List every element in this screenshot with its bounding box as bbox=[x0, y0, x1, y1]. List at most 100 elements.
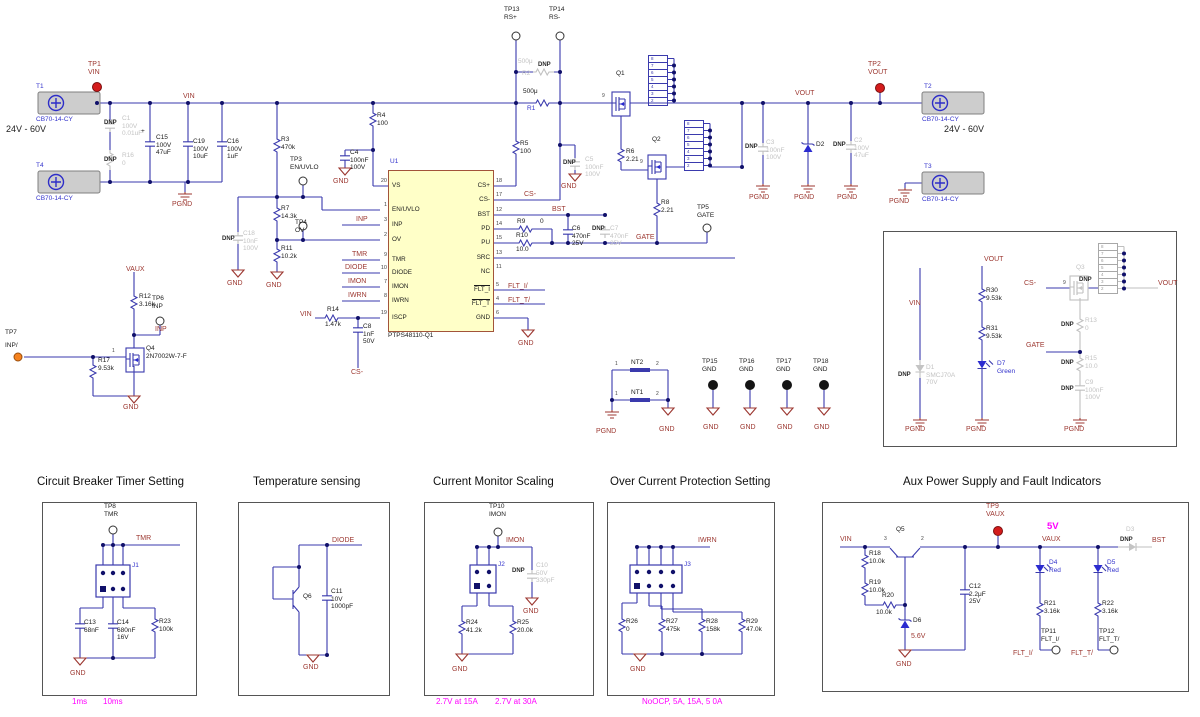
q6-ref: Q6 bbox=[303, 593, 312, 600]
section-box-temperature bbox=[238, 502, 390, 696]
c15-val: C15 100V 47uF bbox=[156, 134, 172, 157]
gnd-r11: GND bbox=[266, 282, 282, 289]
t4-part: CB70-14-CY bbox=[36, 195, 73, 202]
q1-pin9: 9 bbox=[602, 93, 605, 99]
c14-val: C14 680nF 16V bbox=[117, 619, 136, 642]
ladder-pin: 2 bbox=[651, 98, 654, 103]
dnp-c18: DNP bbox=[222, 236, 235, 242]
section-title-circuit-breaker: Circuit Breaker Timer Setting bbox=[37, 476, 184, 488]
bst-s5: BST bbox=[1152, 537, 1166, 544]
gnd-s5: GND bbox=[896, 661, 912, 668]
pgnd-d2: PGND bbox=[794, 194, 815, 201]
r25-val: R25 20.0k bbox=[517, 619, 533, 634]
t2-part: CB70-14-CY bbox=[922, 116, 959, 123]
iwrn-net: IWRN bbox=[698, 537, 717, 544]
ladder-pin: 7 bbox=[1099, 251, 1117, 258]
ic-pin-number: 19 bbox=[380, 310, 387, 316]
iwrn-ic: IWRN bbox=[348, 292, 367, 299]
pgnd-nt: PGND bbox=[596, 428, 617, 435]
r22-val: R22 3.16k bbox=[1102, 600, 1118, 615]
ic-pin-cs-: CS- bbox=[479, 196, 490, 203]
c10-val: C10 50V 330pF bbox=[536, 562, 555, 585]
d6-ref: D6 bbox=[913, 617, 922, 624]
ic-pin-number: 18 bbox=[496, 178, 503, 184]
tp15-black-circle bbox=[708, 380, 718, 390]
r1-val: 500μ bbox=[523, 88, 538, 95]
ladder-pin: 5 bbox=[1099, 265, 1117, 272]
tp18-label: TP18 GND bbox=[813, 358, 829, 373]
tp2-red-circle bbox=[875, 83, 885, 93]
rb-r30: R30 9.53k bbox=[986, 287, 1002, 302]
rb-dnp-c9: DNP bbox=[1061, 386, 1074, 392]
ladder-pin: 7 bbox=[649, 63, 667, 70]
dnp-c5: DNP bbox=[563, 160, 576, 166]
d3-ref: D3 bbox=[1126, 526, 1135, 533]
ladder-pin: 5 bbox=[649, 77, 667, 84]
c3-val: C3 100nF 100V bbox=[766, 139, 785, 162]
tp2-label: TP2 VOUT bbox=[868, 61, 888, 77]
r16-val: R16 0 bbox=[122, 152, 134, 167]
ic-pin-flt-t: FLT_T bbox=[471, 300, 490, 307]
flt-i-ic: FLT_I/ bbox=[508, 283, 528, 290]
dnp-r16: DNP bbox=[104, 157, 117, 163]
diode-ic: DIODE bbox=[345, 264, 368, 271]
tp11-circle bbox=[1051, 645, 1061, 655]
ic-pin-number: 11 bbox=[496, 264, 502, 270]
rb-r31: R31 9.53k bbox=[986, 325, 1002, 340]
ladder-pin: 4 bbox=[649, 84, 667, 91]
ic-pin-pu: PU bbox=[481, 239, 490, 246]
c4-val: C4 100nF 100V bbox=[350, 149, 369, 172]
ic-pin-number: 8 bbox=[383, 293, 387, 299]
c8-val: C8 1nF 50V bbox=[363, 323, 375, 346]
ladder-pin: 5 bbox=[685, 142, 703, 149]
r18-val: R18 10.0k bbox=[869, 550, 885, 565]
ic-pin-nc: NC bbox=[480, 268, 490, 275]
r14-ref: R14 bbox=[327, 306, 339, 313]
vout-net: VOUT bbox=[795, 90, 815, 97]
imon-net: IMON bbox=[506, 537, 525, 544]
tp10-circle bbox=[493, 527, 503, 537]
ic-pin-number: 20 bbox=[380, 178, 387, 184]
rb-pgnd-d1: PGND bbox=[905, 426, 926, 433]
nt2-ref: NT2 bbox=[631, 359, 644, 366]
ladder-pin: 3 bbox=[685, 156, 703, 163]
ic-pin-number: 13 bbox=[496, 250, 503, 256]
t4-ref: T4 bbox=[36, 162, 44, 169]
r10-ref: R10 bbox=[516, 232, 528, 239]
nt1-p1: 1 bbox=[615, 391, 618, 397]
ladder-pin: 6 bbox=[1099, 258, 1117, 265]
gnd-nt: GND bbox=[659, 426, 675, 433]
c7-val: C7 470nF 25V bbox=[610, 225, 629, 248]
ladder-pin: 8 bbox=[685, 121, 703, 128]
ic-pin-imon: IMON bbox=[392, 283, 409, 290]
q2-pin9: 9 bbox=[640, 159, 643, 165]
tp9-red-circle bbox=[993, 526, 1003, 536]
nt1-p2: 2 bbox=[656, 391, 659, 397]
ic-pin-ov: OV bbox=[392, 236, 402, 243]
dnp-r2: DNP bbox=[538, 62, 551, 68]
range-left: 24V - 60V bbox=[6, 124, 47, 134]
tp7-label: TP7 bbox=[5, 329, 17, 336]
t1-ref: T1 bbox=[36, 83, 44, 90]
range-right: 24V - 60V bbox=[944, 124, 985, 134]
vin-r14: VIN bbox=[300, 311, 312, 318]
tp1-label: TP1 VIN bbox=[88, 61, 101, 77]
q5-ref: Q5 bbox=[896, 526, 905, 533]
r3-val: R3 470k bbox=[281, 136, 296, 151]
t1-part: CB70-14-CY bbox=[36, 116, 73, 123]
tp7-net: INP/ bbox=[5, 342, 18, 349]
pgnd-t4: PGND bbox=[172, 201, 193, 208]
c18-val: C18 10nF 100V bbox=[243, 230, 259, 253]
ic-pin-number: 2 bbox=[383, 232, 387, 238]
d2-ref: D2 bbox=[816, 141, 825, 148]
gnd-c4: GND bbox=[333, 178, 349, 185]
q5-pin2: 2 bbox=[921, 536, 924, 542]
ic-pin-number: 12 bbox=[496, 207, 503, 213]
junction-dots bbox=[91, 63, 1126, 660]
vin-s5: VIN bbox=[840, 536, 852, 543]
ic-pin-number: 10 bbox=[380, 265, 387, 271]
r29-val: R29 47.0k bbox=[746, 618, 762, 633]
nt2-p2: 2 bbox=[656, 361, 659, 367]
tp6-circle bbox=[155, 316, 165, 326]
q1-ref: Q1 bbox=[616, 70, 625, 77]
